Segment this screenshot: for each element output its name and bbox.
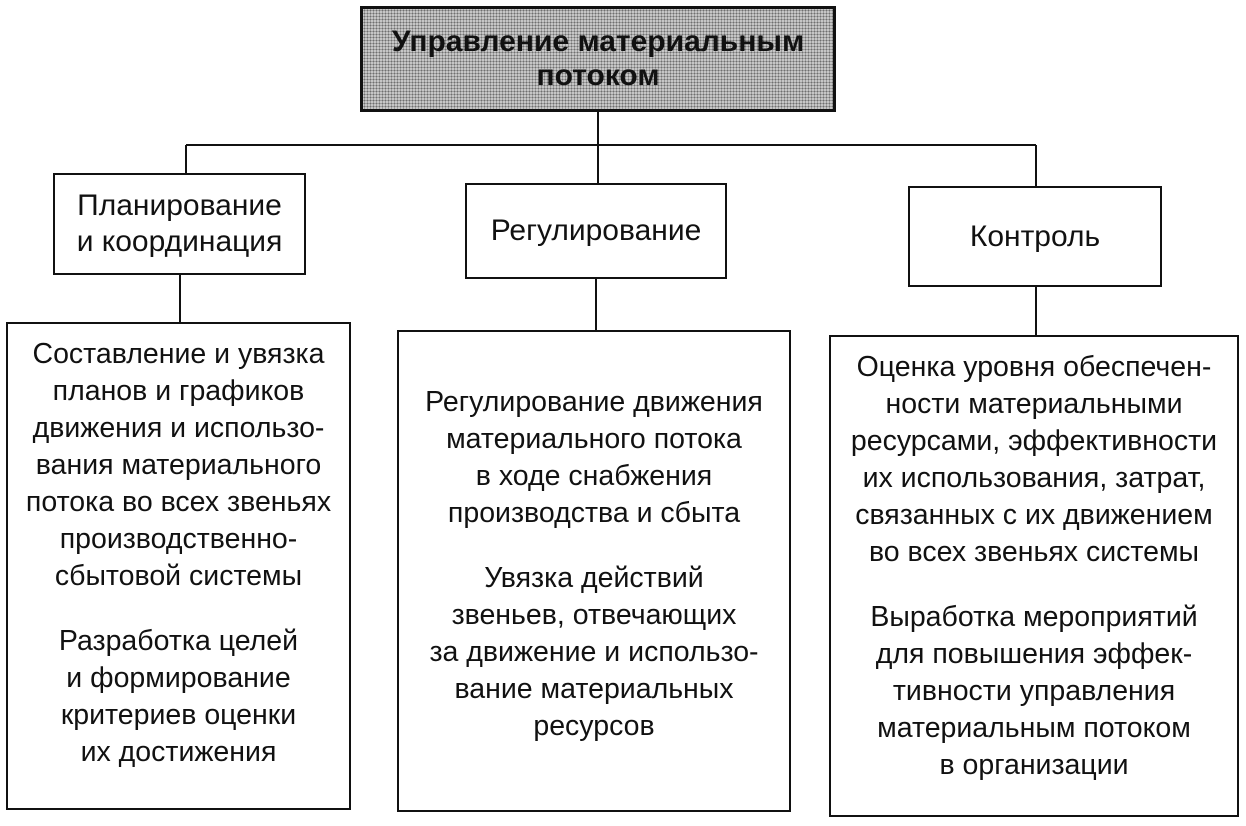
detail-node-planning: Составление и увязка планов и графиков д… [6,322,351,810]
detail-paragraph: Регулирование движения материального пот… [425,386,763,529]
detail-paragraph: Составление и увязка планов и графиков д… [25,338,332,592]
detail-paragraph: Оценка уровня обеспечен- ности материаль… [850,351,1218,568]
detail-paragraph: Увязка действий звеньев, отвечающих за д… [429,562,759,742]
detail-node-control: Оценка уровня обеспечен- ности материаль… [829,335,1239,817]
detail-paragraph: Выработка мероприятий для повышения эффе… [870,601,1198,781]
detail-node-regulation: Регулирование движения материального пот… [397,330,791,812]
branch-node-planning: Планирование и координация [53,173,306,275]
branch-label: Регулирование [490,214,702,247]
branch-label: Контроль [969,219,1101,253]
root-node: Управление материальным потоком [360,6,836,112]
root-title: Управление материальным потоком [391,25,805,92]
detail-paragraph: Разработка целей и формирование критерие… [58,625,299,768]
branch-node-control: Контроль [908,186,1162,287]
branch-label: Планирование и координация [76,189,283,258]
branch-node-regulation: Регулирование [465,183,727,279]
